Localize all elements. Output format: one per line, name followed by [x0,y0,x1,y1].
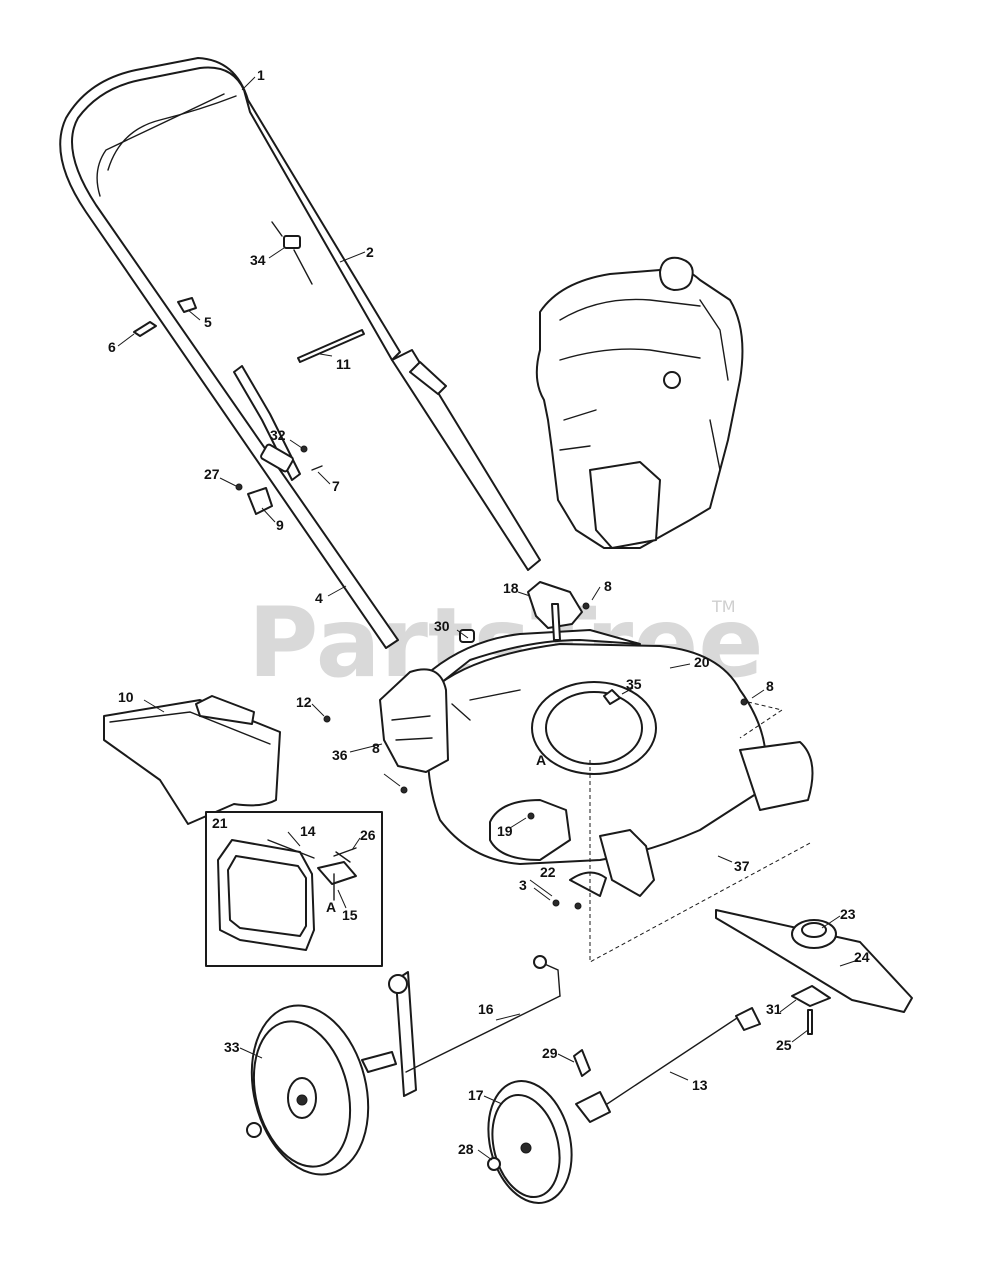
callout-25: 25 [776,1037,792,1053]
callout-8-left: 8 [372,740,380,756]
callout-37: 37 [734,858,750,874]
callout-A-inset: A [326,899,336,915]
callouts: 1 2 3 4 5 6 7 8 8 8 9 10 11 12 13 14 15 … [108,67,870,1157]
callout-24: 24 [854,949,870,965]
callout-11: 11 [336,356,351,372]
rear-axle [573,1007,761,1123]
callout-4: 4 [315,590,323,606]
callout-35: 35 [626,676,642,692]
side-discharge-chute [103,695,281,825]
mulch-plug-inset [205,811,383,967]
blade-assembly [715,909,913,1035]
callout-32: 32 [270,427,286,443]
callout-19: 19 [497,823,513,839]
rear-wheel [246,1004,370,1176]
callout-14: 14 [300,823,316,839]
watermark-tm: TM [711,597,736,616]
callout-8-top: 8 [604,578,612,594]
callout-8-right: 8 [766,678,774,694]
callout-9: 9 [276,517,284,533]
callout-23: 23 [840,906,856,922]
handle-assembly [59,57,541,649]
callout-17: 17 [468,1087,484,1103]
callout-20: 20 [694,654,710,670]
mower-deck [323,581,814,910]
callout-30: 30 [434,618,450,634]
callout-33: 33 [224,1039,240,1055]
callout-26: 26 [360,827,376,843]
leader-lines [117,76,859,1161]
callout-3: 3 [519,877,527,893]
callout-13: 13 [692,1077,708,1093]
callout-16: 16 [478,1001,494,1017]
callout-31: 31 [766,1001,782,1017]
callout-27: 27 [204,466,220,482]
callout-2: 2 [366,244,374,260]
callout-6: 6 [108,339,116,355]
callout-28: 28 [458,1141,474,1157]
callout-36: 36 [332,747,348,763]
callout-10: 10 [118,689,134,705]
callout-A-deck: A [536,752,546,768]
callout-inset-21: 21 [212,815,228,831]
callout-15: 15 [342,907,358,923]
callout-18: 18 [503,580,519,596]
callout-5: 5 [204,314,212,330]
callout-1: 1 [257,67,265,83]
front-axle [361,955,561,1097]
callout-22: 22 [540,864,556,880]
callout-29: 29 [542,1045,558,1061]
callout-12: 12 [296,694,312,710]
engine [535,256,744,549]
callout-34: 34 [250,252,266,268]
front-wheel [487,1080,573,1204]
callout-7: 7 [332,478,340,494]
